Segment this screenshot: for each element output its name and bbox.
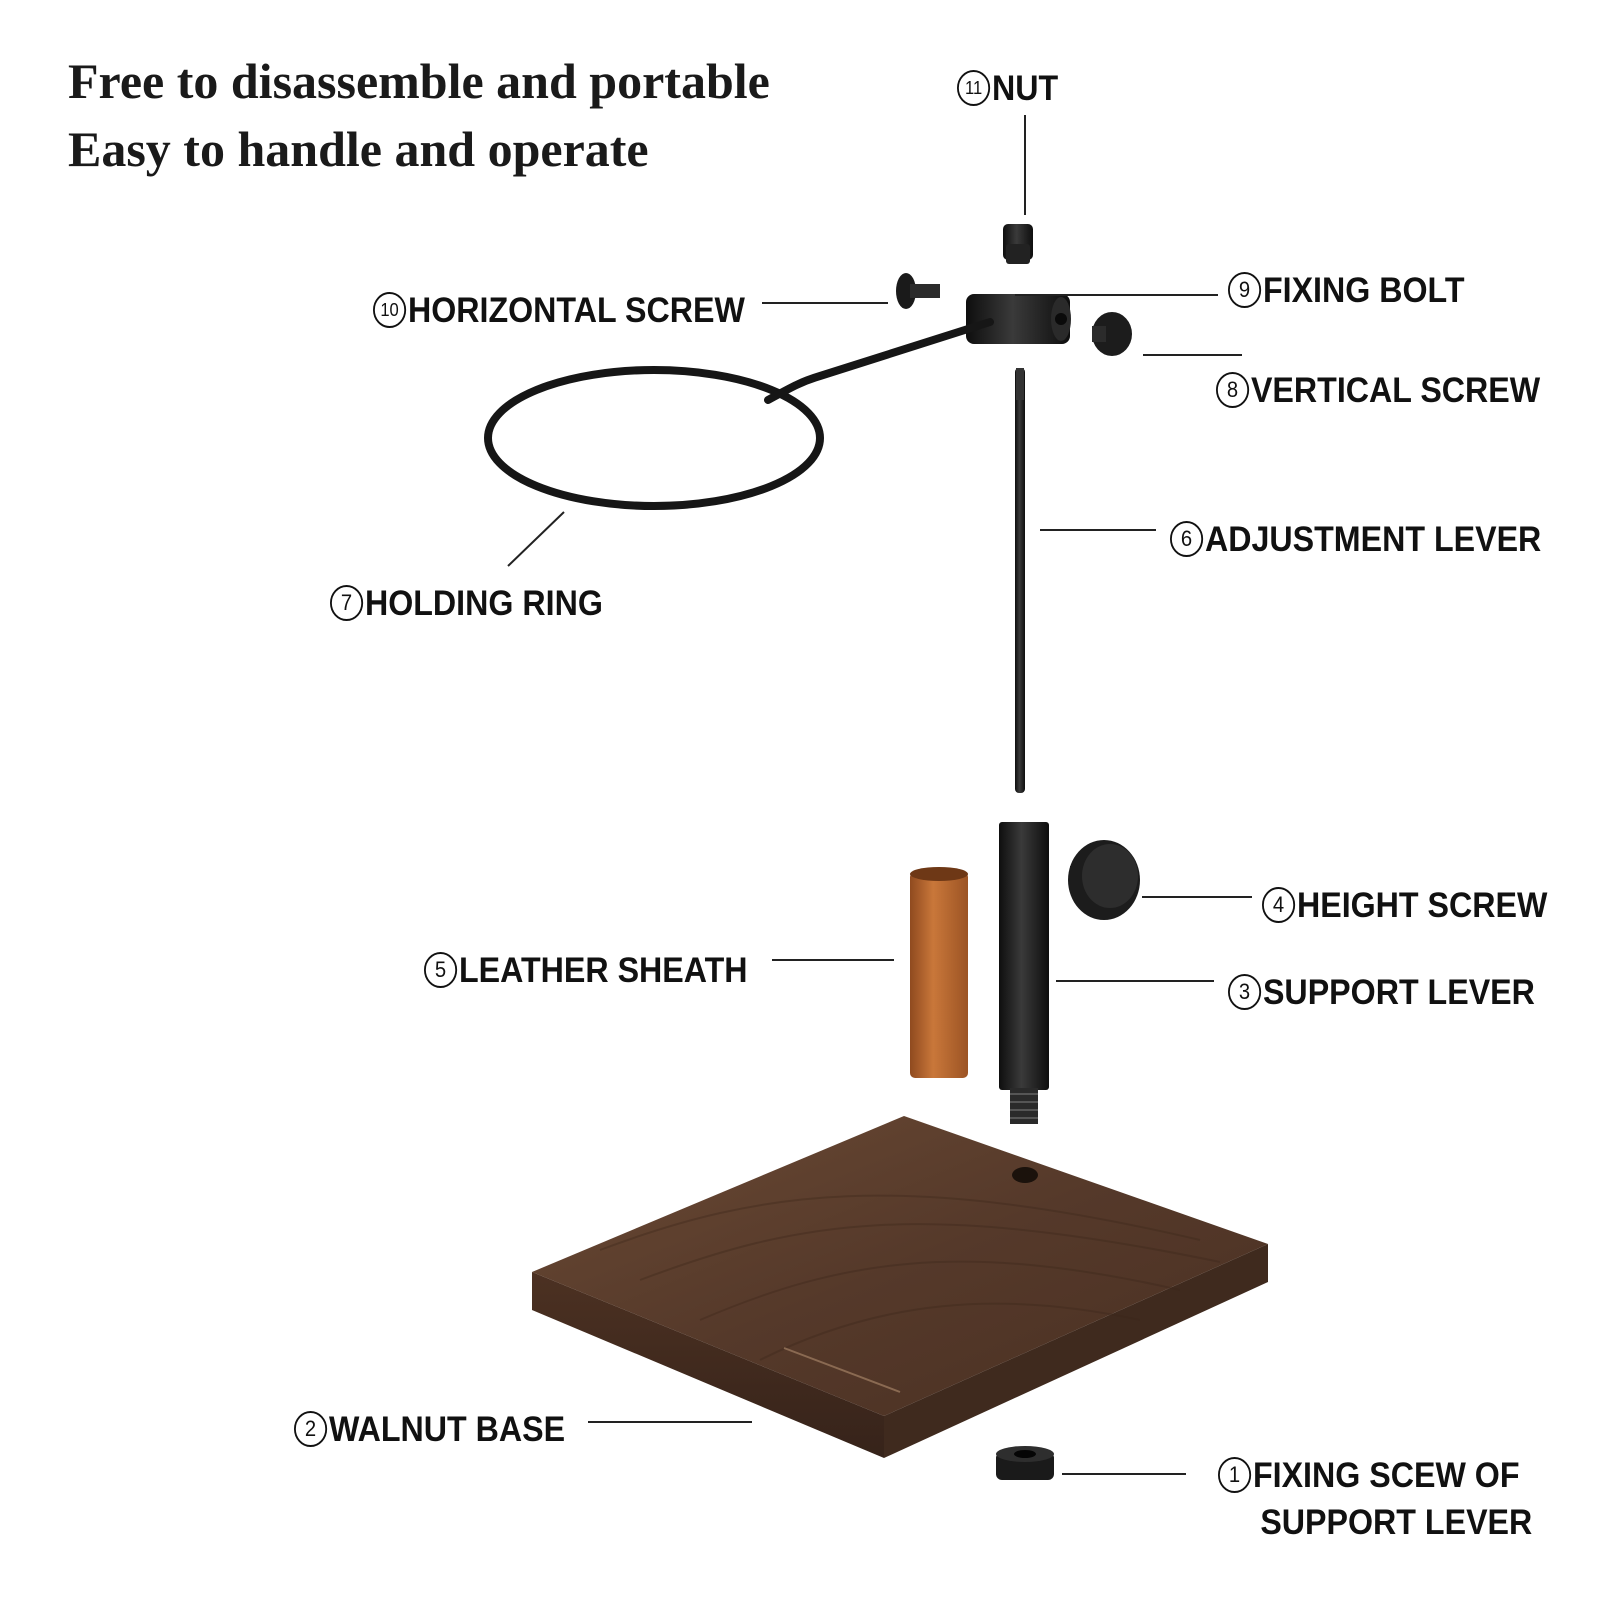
label-nut: 11 NUT [957, 70, 1058, 106]
part-name-vertical-screw: VERTICAL SCREW [1250, 370, 1541, 410]
part-name-fixing-screw: FIXING SCEW OF [1252, 1455, 1520, 1495]
holding-ring-part [484, 318, 994, 510]
fixing-screw-part [996, 1446, 1054, 1480]
fixing-bolt-part [966, 294, 1071, 344]
headline-line-2: Easy to handle and operate [68, 121, 649, 177]
label-adjustment-lever: 6 ADJUSTMENT LEVER [1170, 521, 1541, 557]
callout-number-8: 8 [1216, 372, 1250, 408]
callout-number-10: 10 [373, 292, 407, 328]
part-name-walnut-base: WALNUT BASE [328, 1409, 566, 1449]
headline-line-1: Free to disassemble and portable [68, 53, 770, 109]
part-name-horizontal-screw: HORIZONTAL SCREW [407, 290, 745, 330]
part-name-adjustment-lever: ADJUSTMENT LEVER [1204, 519, 1542, 559]
part-name-height-screw: HEIGHT SCREW [1296, 885, 1548, 925]
part-name-holding-ring: HOLDING RING [364, 583, 603, 623]
label-fixing-screw: 1 FIXING SCEW OF SUPPORT LEVER [1218, 1455, 1532, 1540]
part-name-fixing-bolt: FIXING BOLT [1262, 270, 1465, 310]
label-height-screw: 4 HEIGHT SCREW [1262, 887, 1547, 923]
callout-number-2: 2 [294, 1411, 328, 1447]
height-screw-part [1068, 840, 1140, 920]
adjustment-lever-part [1015, 368, 1025, 793]
label-walnut-base: 2 WALNUT BASE [294, 1411, 565, 1447]
label-support-lever: 3 SUPPORT LEVER [1228, 974, 1535, 1010]
callout-number-5: 5 [424, 952, 458, 988]
callout-number-11: 11 [957, 70, 991, 106]
callout-number-3: 3 [1228, 974, 1262, 1010]
callout-number-1: 1 [1218, 1457, 1252, 1493]
callout-number-9: 9 [1228, 272, 1262, 308]
label-horizontal-screw: 10 HORIZONTAL SCREW [373, 292, 745, 328]
part-name-support-lever: SUPPORT LEVER [1262, 972, 1535, 1012]
part-name-nut: NUT [991, 68, 1059, 108]
leather-sheath-part [910, 867, 968, 1078]
label-leather-sheath: 5 LEATHER SHEATH [424, 952, 748, 988]
support-lever-part [999, 822, 1049, 1124]
callout-number-6: 6 [1170, 521, 1204, 557]
part-name-fixing-screw-line-2: SUPPORT LEVER [1260, 1503, 1533, 1542]
label-fixing-bolt: 9 FIXING BOLT [1228, 272, 1464, 308]
nut-part [1003, 224, 1033, 264]
part-name-leather-sheath: LEATHER SHEATH [458, 950, 748, 990]
walnut-base-part [532, 1116, 1268, 1458]
callout-number-4: 4 [1262, 887, 1296, 923]
leader-lines [507, 115, 1252, 1475]
label-holding-ring: 7 HOLDING RING [330, 585, 603, 621]
horizontal-screw-part [896, 273, 940, 309]
vertical-screw-part [1092, 312, 1132, 356]
label-vertical-screw: 8 VERTICAL SCREW [1216, 372, 1540, 408]
callout-number-7: 7 [330, 585, 364, 621]
